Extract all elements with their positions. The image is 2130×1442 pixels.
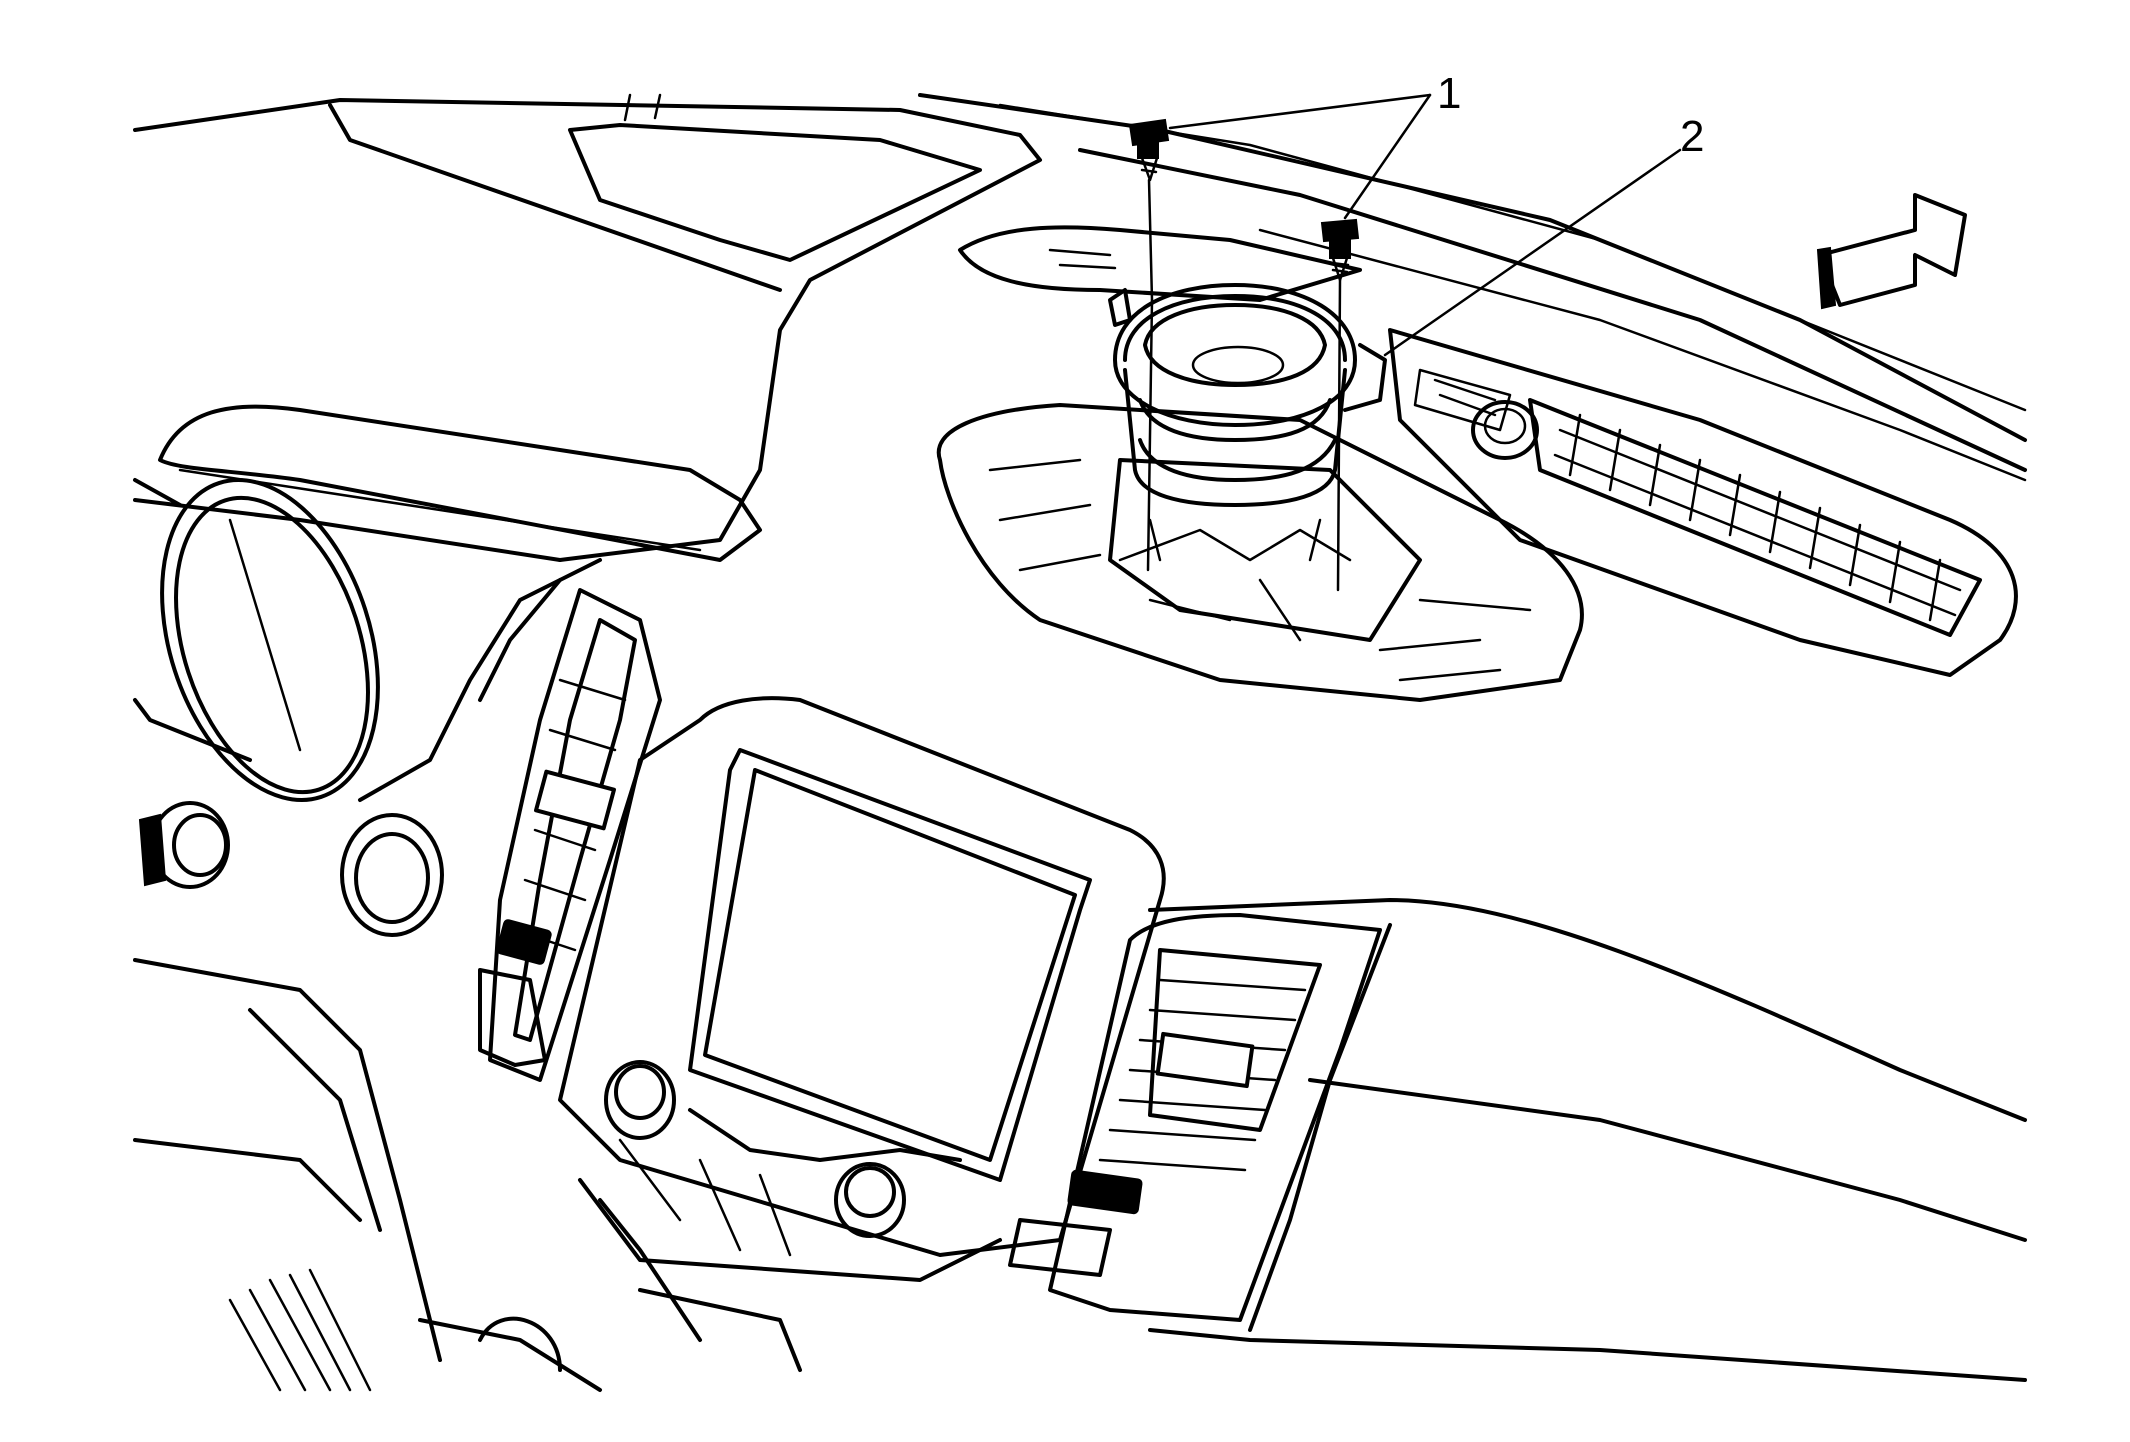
gauge-pod [133, 478, 380, 802]
speaker-icon [1108, 283, 1387, 562]
speaker-bezel [936, 225, 1584, 702]
center-controls [604, 1060, 962, 1257]
left-air-vent [478, 588, 662, 1082]
right-dash-surface [1148, 898, 2027, 1382]
defrost-grille [1388, 328, 2018, 677]
lower-dash [133, 958, 802, 1392]
callout-1: 1 [1437, 69, 1462, 118]
dash-top-ridge [918, 93, 2027, 482]
instrument-hood [133, 93, 1042, 802]
screw-icon [1320, 218, 1360, 592]
leader-lines [1168, 93, 1682, 357]
right-air-vent [1008, 913, 1382, 1322]
callout-2: 2 [1680, 112, 1705, 161]
center-display [558, 696, 1166, 1282]
left-knob [138, 801, 230, 889]
round-button [340, 813, 444, 937]
front-direction-arrow-icon [1816, 193, 1967, 310]
screw-icon [1128, 118, 1170, 572]
